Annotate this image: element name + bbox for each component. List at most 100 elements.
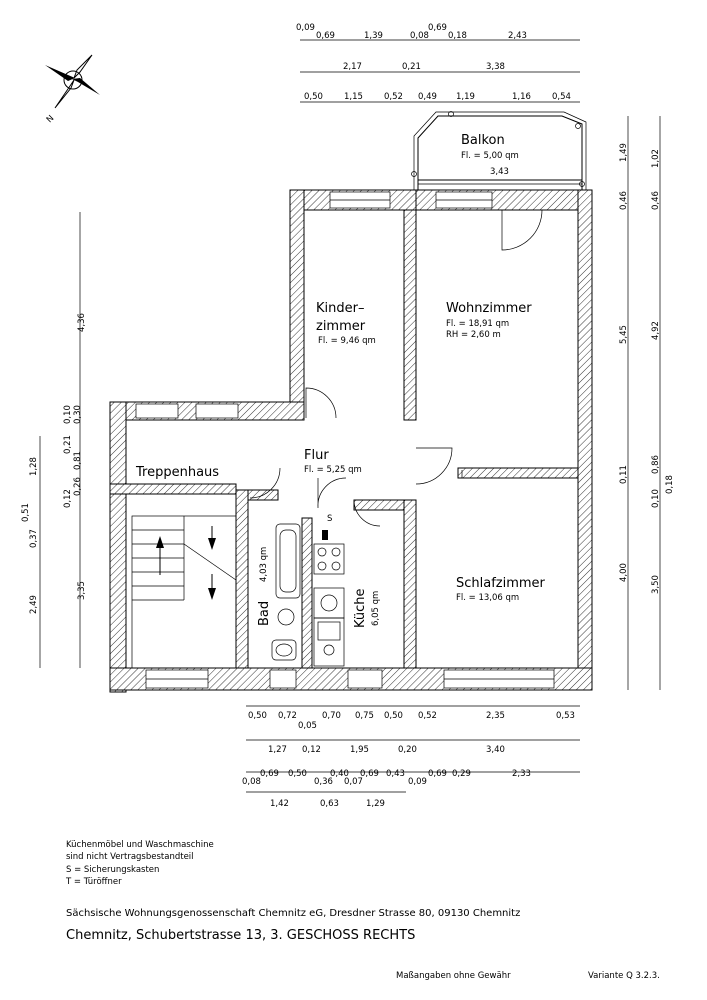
- dim-bot-16: 0,50: [288, 769, 307, 779]
- dimensions-left: 4,36 1,28 3,35 0,51 0,10 0,30 0,21 0,81 …: [21, 212, 87, 668]
- dimensions-top: 0,09 0,69 1,39 0,08 0,69 0,18 2,43 2,17 …: [296, 23, 580, 103]
- dim-bot-5: 0,50: [384, 711, 403, 721]
- dim-left-1: 1,28: [29, 457, 39, 476]
- dim-bot-20: 0,69: [360, 769, 379, 779]
- dim-bot-19: 0,07: [344, 777, 363, 787]
- dim-bot-11: 1,95: [350, 745, 369, 755]
- dimensions-right: 1,49 0,46 5,45 0,11 0,10 4,00 1,02 0,46 …: [619, 116, 675, 690]
- room-label-wohnzimmer: Wohnzimmer: [446, 301, 532, 316]
- room-label-flur: Flur: [304, 448, 329, 463]
- dim-bot-4: 0,75: [355, 711, 374, 721]
- room-area-kinderzimmer: Fl. = 9,46 qm: [318, 336, 376, 346]
- dim-top-3: 0,08: [410, 31, 429, 41]
- dim-top-14: 1,19: [456, 92, 475, 102]
- room-label-kueche: Küche: [353, 588, 368, 628]
- dim-left-2: 3,35: [77, 581, 87, 600]
- dim-right-5: 4,00: [619, 563, 629, 582]
- footer-variant: Variante Q 3.2.3.: [588, 971, 660, 981]
- dim-top-1: 0,69: [316, 31, 335, 41]
- stair-up-arrow-icon: [156, 536, 164, 548]
- dim-bot-13: 3,40: [486, 745, 505, 755]
- dim-bot-26: 1,42: [270, 799, 289, 809]
- bathroom-fixtures: [271, 523, 301, 661]
- room-area-balkon: Fl. = 5,00 qm: [461, 151, 519, 161]
- dim-bot-17: 0,36: [314, 777, 333, 787]
- dim-top-11: 1,15: [344, 92, 363, 102]
- dim-left-3: 0,51: [21, 503, 31, 522]
- balcony-width: 3,43: [490, 167, 509, 177]
- dim-right-1: 0,46: [619, 191, 629, 210]
- dim-bot-3: 0,70: [322, 711, 341, 721]
- room-area-bad: 4,03 qm: [259, 547, 269, 582]
- dim-bot-18: 0,40: [330, 769, 349, 779]
- dim-top-5: 0,18: [448, 31, 467, 41]
- note-line-4: T = Türöffner: [65, 877, 122, 887]
- dim-left-11: 2,49: [29, 595, 39, 614]
- dim-bot-14: 0,08: [242, 777, 261, 787]
- note-line-3: S = Sicherungskasten: [66, 865, 159, 875]
- dim-bot-23: 0,69: [428, 769, 447, 779]
- dim-right-8: 4,92: [651, 321, 661, 340]
- room-area-wohnzimmer: Fl. = 18,91 qm: [446, 319, 509, 329]
- room-label-schlafzimmer: Schlafzimmer: [456, 576, 546, 591]
- dim-top-12: 0,52: [384, 92, 403, 102]
- dim-right-10: 0,18: [665, 475, 675, 494]
- room-label-kinderzimmer-2: zimmer: [316, 319, 366, 334]
- dim-bot-12: 0,20: [398, 745, 417, 755]
- footer-company: Sächsische Wohnungsgenossenschaft Chemni…: [66, 908, 520, 919]
- room-area-schlafzimmer: Fl. = 13,06 qm: [456, 593, 519, 603]
- dimensions-bottom: 0,50 0,72 0,05 0,70 0,75 0,50 0,52 2,35 …: [242, 705, 580, 809]
- dim-right-3: 0,11: [619, 465, 629, 484]
- dim-top-10: 0,50: [304, 92, 323, 102]
- dim-right-6: 1,02: [651, 149, 661, 168]
- room-height-wohnzimmer: RH = 2,60 m: [446, 330, 501, 340]
- windows: [135, 191, 555, 689]
- dim-right-0: 1,49: [619, 143, 629, 162]
- walls: [109, 189, 593, 693]
- dim-top-0: 0,09: [296, 23, 315, 33]
- dim-left-0: 4,36: [77, 313, 87, 332]
- dim-top-15: 1,16: [512, 92, 531, 102]
- dim-left-5: 0,30: [73, 405, 83, 424]
- dim-bot-28: 1,29: [366, 799, 385, 809]
- dim-right-4: 0,10: [651, 489, 661, 508]
- dim-right-2: 5,45: [619, 325, 629, 344]
- dim-bot-7: 2,35: [486, 711, 505, 721]
- dim-bot-2: 0,05: [298, 721, 317, 731]
- dim-top-16: 0,54: [552, 92, 571, 102]
- dim-bot-9: 1,27: [268, 745, 287, 755]
- compass-rose-icon: N: [45, 54, 100, 126]
- room-label-kinderzimmer-1: Kinder–: [316, 301, 364, 316]
- dim-top-13: 0,49: [418, 92, 437, 102]
- footer-address: Chemnitz, Schubertstrasse 13, 3. GESCHOS…: [66, 928, 415, 943]
- dim-bot-10: 0,12: [302, 745, 321, 755]
- dim-top-7: 2,17: [343, 62, 362, 72]
- room-label-bad: Bad: [257, 601, 272, 626]
- dim-bot-24: 0,29: [452, 769, 471, 779]
- doors: [249, 209, 543, 527]
- note-line-1: Küchenmöbel und Waschmaschine: [66, 840, 214, 850]
- room-label-treppenhaus: Treppenhaus: [135, 465, 219, 480]
- dim-top-6: 2,43: [508, 31, 527, 41]
- dim-top-8: 0,21: [402, 62, 421, 72]
- dim-top-4: 0,69: [428, 23, 447, 33]
- dim-right-11: 3,50: [651, 575, 661, 594]
- dim-left-8: 0,26: [73, 477, 83, 496]
- dim-left-6: 0,21: [63, 435, 73, 454]
- dim-top-2: 1,39: [364, 31, 383, 41]
- dim-bot-1: 0,72: [278, 711, 297, 721]
- dim-bot-0: 0,50: [248, 711, 267, 721]
- balcony: [411, 111, 587, 190]
- room-label-balkon: Balkon: [461, 133, 505, 148]
- dim-right-9: 0,86: [651, 455, 661, 474]
- compass-label: N: [45, 114, 57, 126]
- dim-bot-8: 0,53: [556, 711, 575, 721]
- dim-bot-6: 0,52: [418, 711, 437, 721]
- fuse-box-label: S: [327, 514, 332, 524]
- room-area-flur: Fl. = 5,25 qm: [304, 465, 362, 475]
- dim-bot-22: 0,09: [408, 777, 427, 787]
- dim-top-9: 3,38: [486, 62, 505, 72]
- note-line-2: sind nicht Vertragsbestandteil: [66, 852, 194, 862]
- staircase: [131, 515, 237, 669]
